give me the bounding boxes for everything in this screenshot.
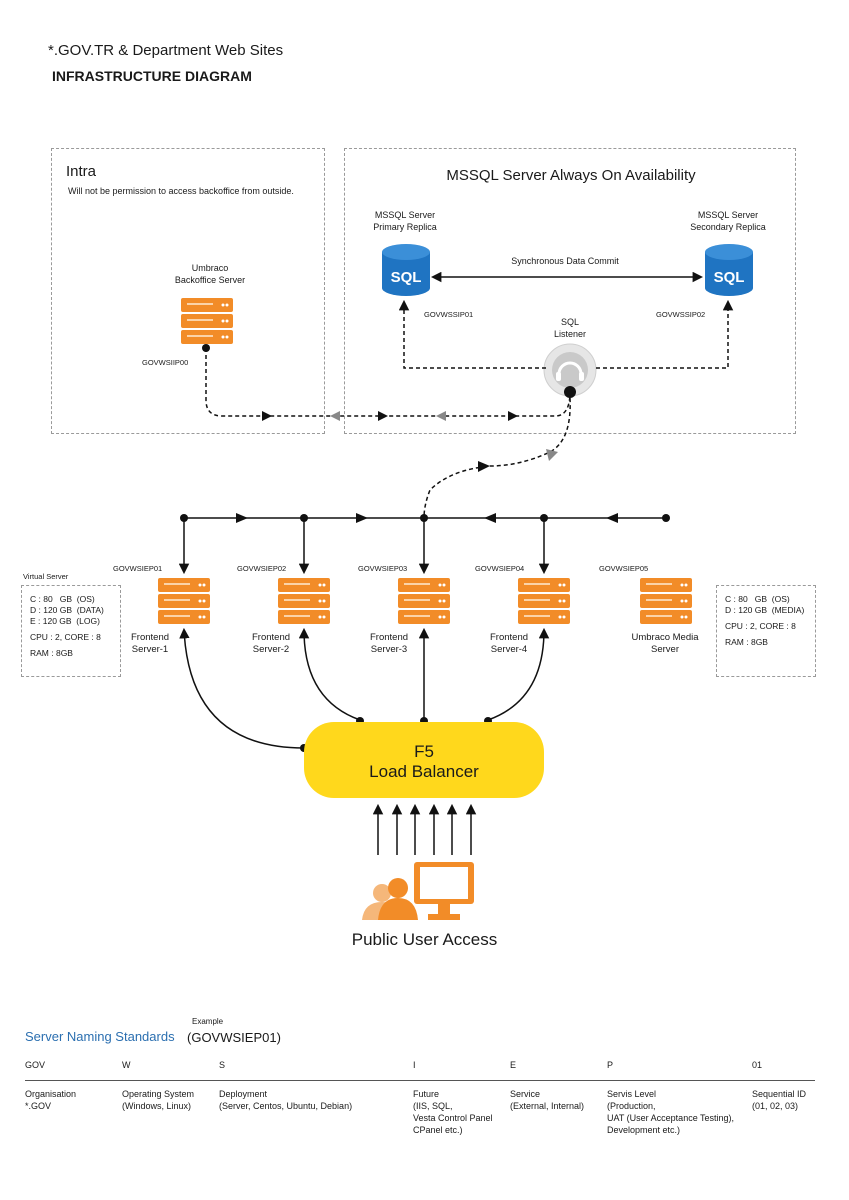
- sql-secondary-icon: SQL: [705, 244, 753, 296]
- naming-description-line: CPanel etc.): [413, 1125, 463, 1135]
- server-id-5: GOVWSIEP05: [599, 564, 649, 573]
- naming-code: I: [413, 1060, 416, 1070]
- naming-description-line: *.GOV: [25, 1101, 52, 1111]
- naming-description-line: (01, 02, 03): [752, 1101, 799, 1111]
- backoffice-server-id: GOVWSIIP00: [142, 358, 189, 367]
- naming-description-line: Operating System: [122, 1089, 195, 1099]
- backoffice-to-listener: [205, 348, 571, 417]
- naming-description-line: Service: [510, 1089, 541, 1099]
- frontend-server-1-icon: [158, 578, 210, 624]
- naming-description-line: (Production,: [607, 1101, 656, 1111]
- frontend-server-4-icon: [518, 578, 570, 624]
- naming-description: Service (External, Internal): [510, 1088, 584, 1112]
- server-id-3: GOVWSIEP03: [358, 564, 408, 573]
- server-id-4: GOVWSIEP04: [475, 564, 525, 573]
- naming-example: (GOVWSIEP01): [187, 1030, 281, 1045]
- sync-label: Synchronous Data Commit: [511, 256, 619, 266]
- naming-description: Sequential ID (01, 02, 03): [752, 1088, 806, 1112]
- spec-line: RAM : 8GB: [725, 637, 768, 647]
- server-id-1: GOVWSIEP01: [113, 564, 163, 573]
- naming-description-line: (External, Internal): [510, 1101, 585, 1111]
- public-access-label: Public User Access: [351, 930, 498, 949]
- naming-description-line: (Server, Centos, Ubuntu, Debian): [219, 1101, 353, 1111]
- naming-code: GOV: [25, 1060, 46, 1070]
- sql-primary-id: GOVWSSIP01: [424, 310, 474, 319]
- virtual-server-specs-left: C : 80 GB (OS)D : 120 GB (DATA)E : 120 G…: [21, 585, 121, 677]
- spec-line: D : 120 GB (DATA): [30, 605, 104, 615]
- frontend-server-3-icon: [398, 578, 450, 624]
- naming-description-line: Future: [413, 1089, 440, 1099]
- spec-line: C : 80 GB (OS): [30, 594, 95, 604]
- naming-code: 01: [752, 1060, 763, 1070]
- naming-description-line: Development etc.): [607, 1125, 681, 1135]
- naming-description: Organisation *.GOV: [25, 1088, 76, 1112]
- intra-note: Will not be permission to access backoff…: [68, 186, 294, 196]
- intra-zone: Intra Will not be permission to access b…: [51, 148, 325, 434]
- mssql-title: MSSQL Server Always On Availability: [446, 167, 696, 184]
- frontend-server-2-icon: [278, 578, 330, 624]
- naming-code: E: [510, 1060, 517, 1070]
- listener-to-secondary: [596, 299, 734, 369]
- intra-title: Intra: [66, 163, 97, 180]
- naming-description-line: Vesta Control Panel: [413, 1113, 493, 1123]
- naming-description-line: UAT (User Acceptance Testing),: [607, 1113, 735, 1123]
- page-subtitle: INFRASTRUCTURE DIAGRAM: [52, 68, 252, 84]
- naming-description: Deployment (Server, Centos, Ubuntu, Debia…: [219, 1088, 352, 1112]
- spec-line: RAM : 8GB: [30, 648, 73, 658]
- naming-description: Servis Level (Production, UAT (User Accept…: [607, 1088, 734, 1136]
- naming-description-line: Organisation: [25, 1089, 77, 1099]
- naming-description-line: (IIS, SQL,: [413, 1101, 453, 1111]
- naming-code: P: [607, 1060, 614, 1070]
- media-server-icon: [640, 578, 692, 624]
- spec-line: E : 120 GB (LOG): [30, 616, 100, 626]
- naming-description: Operating System (Windows, Linux): [122, 1088, 194, 1112]
- naming-description-line: Sequential ID: [752, 1089, 807, 1099]
- virtual-server-title: Virtual Server: [23, 572, 69, 581]
- naming-code: W: [122, 1060, 131, 1070]
- sql-primary-icon: SQL: [382, 244, 430, 296]
- sql-listener-icon: [543, 343, 597, 397]
- lb-to-server-1: [179, 627, 305, 749]
- lb-to-server-4: [487, 627, 550, 721]
- page-title: *.GOV.TR & Department Web Sites: [48, 42, 284, 59]
- naming-title: Server Naming Standards: [25, 1029, 175, 1044]
- public-user-icon: [362, 862, 474, 920]
- svg-text:SQL: SQL: [391, 269, 422, 286]
- lb-to-server-2: [298, 627, 361, 721]
- virtual-server-specs-right: C : 80 GB (OS)D : 120 GB (MEDIA) CPU : 2,…: [716, 585, 816, 677]
- naming-description-line: Deployment: [219, 1089, 268, 1099]
- spec-line: D : 120 GB (MEDIA): [725, 605, 805, 615]
- server-id-2: GOVWSIEP02: [237, 564, 287, 573]
- sql-secondary-id: GOVWSSIP02: [656, 310, 706, 319]
- svg-text:SQL: SQL: [714, 269, 745, 286]
- naming-description-line: Servis Level: [607, 1089, 657, 1099]
- naming-example-label: Example: [192, 1017, 224, 1026]
- naming-description-line: (Windows, Linux): [122, 1101, 192, 1111]
- listener-to-primary: [398, 299, 546, 369]
- spec-line: CPU : 2, CORE : 8: [725, 621, 796, 631]
- mssql-zone: MSSQL Server Always On Availability: [344, 148, 796, 434]
- spec-line: C : 80 GB (OS): [725, 594, 790, 604]
- backoffice-server-icon: [181, 298, 233, 344]
- naming-code: S: [219, 1060, 226, 1070]
- load-balancer: F5 Load Balancer: [304, 722, 544, 798]
- naming-divider: [25, 1080, 815, 1081]
- spec-line: CPU : 2, CORE : 8: [30, 632, 101, 642]
